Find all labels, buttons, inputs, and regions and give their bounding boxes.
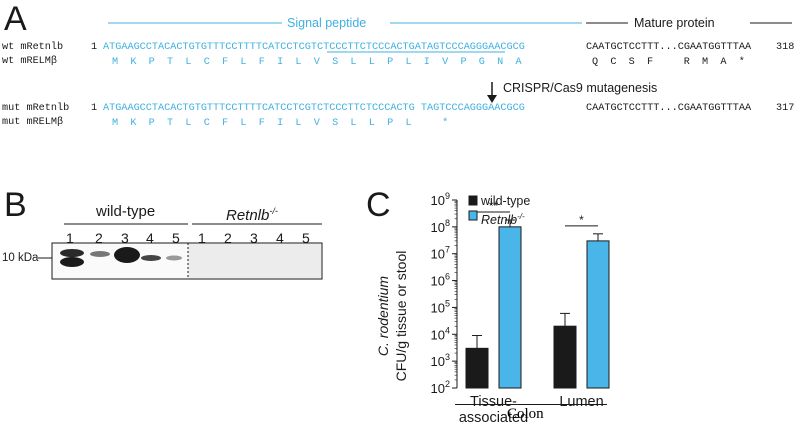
blot-ko-background: [188, 244, 321, 278]
lane-9: 4: [276, 230, 284, 246]
bar-0-1: [498, 226, 522, 389]
significance-marker-1: *: [579, 213, 584, 227]
blot-ko-superscript: -/-: [269, 206, 278, 216]
legend-wt-swatch: [468, 195, 478, 206]
lane-10: 5: [302, 230, 310, 246]
panel-a-letter: A: [4, 0, 27, 38]
significance-marker-0: **: [489, 199, 499, 213]
panel-c-letter: C: [366, 186, 391, 224]
wt-dna-mature-seq: CAATGCTCCTTT...CGAATGGTTTAA: [586, 42, 752, 53]
bar-1-1: [586, 240, 610, 389]
wt-protein-mature-seq: Q C S F R M A *: [592, 57, 745, 68]
lane-3: 3: [121, 230, 129, 246]
mut-dna-end: 317: [776, 103, 795, 114]
blot-band-lane2: [90, 251, 110, 257]
lane-1: 1: [66, 230, 74, 246]
blot-band-lane4: [141, 255, 161, 261]
legend-wt-label: wild-type: [481, 194, 531, 208]
signal-peptide-label: Signal peptide: [287, 16, 367, 30]
western-blot: [38, 223, 323, 280]
mut-dna-label: mut mRetnlb: [2, 103, 70, 114]
x-category-label-0: associated: [459, 410, 528, 422]
lane-4: 4: [146, 230, 154, 246]
panel-b-letter: B: [4, 186, 27, 224]
wt-protein-label: wt mRELMβ: [2, 56, 58, 67]
wt-dna-end: 318: [776, 42, 795, 53]
lane-8: 3: [250, 230, 258, 246]
y-axis-label-line2: CFU/g tissue or stool: [393, 251, 409, 382]
legend-ko-label: Retnlb-/-: [481, 209, 525, 228]
bar-1-0: [553, 325, 577, 389]
crispr-arrow-head: [487, 95, 497, 103]
lane-6: 1: [198, 230, 206, 246]
y-tick-label-2: 102: [431, 379, 450, 396]
legend-ko-superscript: -/-: [517, 212, 525, 221]
lane-7: 2: [224, 230, 232, 246]
blot-band-lane1-lower: [60, 257, 84, 267]
y-tick-label-8: 108: [431, 218, 450, 235]
blot-ko-gene: Retnlb: [226, 207, 270, 224]
legend-ko-gene: Retnlb: [481, 213, 518, 228]
blot-ko-label: Retnlb-/-: [226, 203, 278, 224]
colon-label: Colon: [507, 406, 544, 422]
wt-dna-start: 1: [91, 42, 98, 53]
y-tick-label-7: 107: [431, 245, 450, 262]
legend-ko-swatch: [468, 210, 478, 221]
mut-protein-label: mut mRELMβ: [2, 117, 64, 128]
blot-wt-label: wild-type: [96, 203, 156, 220]
bar-0-0: [465, 347, 489, 389]
y-tick-label-6: 106: [431, 272, 450, 289]
colon-bracket: [455, 404, 607, 405]
mut-dna-signal-seq: ATGAAGCCTACACTGTGTTTCCTTTTCATCCTCGTCTCCC…: [103, 103, 525, 114]
blot-band-lane5: [166, 255, 182, 261]
x-category-label-0: Tissue-: [470, 394, 517, 410]
blot-marker-label: 10 kDa: [2, 252, 39, 264]
wt-dna-signal-seq: ATGAAGCCTACACTGTGTTTCCTTTTCATCCTCGTCTCCC…: [103, 42, 525, 53]
lane-5: 5: [172, 230, 180, 246]
mut-dna-mature-seq: CAATGCTCCTTT...CGAATGGTTTAA: [586, 103, 752, 114]
mature-protein-label: Mature protein: [634, 16, 715, 30]
panel-a-brackets: [108, 22, 792, 103]
wt-dna-label: wt mRetnlb: [2, 42, 64, 53]
blot-band-lane3: [114, 247, 140, 263]
wt-protein-signal-seq: M K P T L C F L F I L V S L L P L I V P …: [112, 57, 522, 68]
mut-dna-start: 1: [91, 103, 98, 114]
y-tick-label-5: 105: [431, 298, 450, 315]
y-tick-label-9: 109: [431, 191, 450, 208]
lane-2: 2: [95, 230, 103, 246]
y-axis-label-line1: C. rodentium: [375, 276, 391, 356]
blot-band-lane1-upper: [60, 249, 84, 257]
x-category-label-1: Lumen: [559, 394, 603, 410]
y-tick-label-3: 103: [431, 352, 450, 369]
y-tick-label-4: 104: [431, 325, 450, 342]
crispr-label: CRISPR/Cas9 mutagenesis: [503, 81, 658, 95]
mut-protein-signal-seq: M K P T L C F L F I L V S L L P L *: [112, 118, 449, 129]
